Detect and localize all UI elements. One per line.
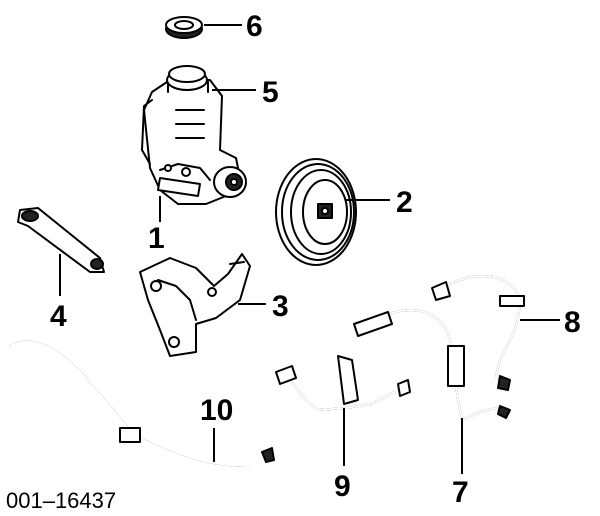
part-seal	[165, 16, 203, 39]
callout-1: 1	[148, 222, 165, 255]
leader-lines	[59, 24, 560, 474]
callout-8: 8	[564, 306, 581, 339]
part-link-rod	[17, 207, 105, 273]
part-pulley	[275, 158, 357, 266]
part-power-steering-pump	[141, 65, 247, 205]
part-pipe-bracket	[275, 355, 411, 411]
part-pressure-hose	[431, 275, 525, 391]
callout-5: 5	[262, 76, 279, 109]
callout-3: 3	[272, 290, 289, 323]
part-hose-assembly	[353, 309, 511, 421]
figure-id: 001–16437	[6, 488, 116, 513]
part-bracket	[139, 253, 251, 357]
part-return-pipe	[9, 340, 275, 467]
callout-7: 7	[452, 476, 469, 509]
callout-4: 4	[50, 300, 67, 333]
callout-2: 2	[396, 186, 413, 219]
callout-9: 9	[334, 470, 351, 503]
callout-6: 6	[246, 10, 263, 43]
callout-10: 10	[200, 394, 233, 427]
